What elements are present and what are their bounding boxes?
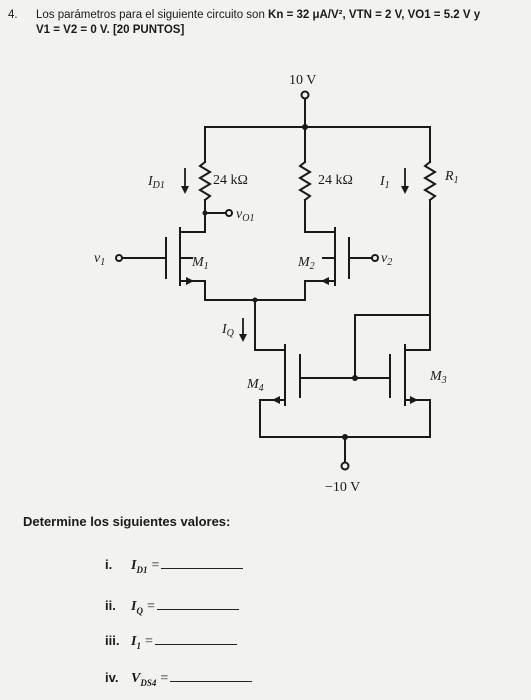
junction-vdd — [302, 124, 308, 130]
junction-gate — [352, 375, 358, 381]
i1-arrow — [401, 186, 409, 194]
resistor-r1 — [423, 160, 437, 202]
problem-number: 4. — [8, 9, 18, 21]
problem-text-prefix: Los parámetros para el siguiente circuit… — [36, 9, 269, 21]
id1-label: ID1 — [147, 174, 165, 191]
answer-blank[interactable] — [156, 597, 239, 610]
vss-terminal — [340, 461, 350, 471]
circuit-diagram: 10 V −10 V ID1 24 kΩ vO1 24 kΩ I1 R1 v1 … — [94, 73, 459, 495]
m1-label: M1 — [191, 255, 209, 272]
v1-label: v1 — [94, 251, 105, 268]
question-variable: VDS4 — [131, 671, 157, 688]
m4-label: M4 — [246, 377, 264, 394]
m3-label: M3 — [429, 369, 447, 386]
v1-terminal — [115, 254, 123, 262]
problem-parameters: Kn = 32 μA/V², VTN = 2 V, VO1 = 5.2 V y — [268, 9, 481, 21]
equals-sign: = — [144, 634, 153, 649]
problem-line-1: 4. Los parámetros para el siguiente circu… — [6, 8, 524, 23]
vdd-terminal — [300, 90, 310, 100]
id1-arrow — [181, 186, 189, 194]
junction-vo1 — [202, 210, 208, 216]
junction-vss — [342, 434, 348, 440]
v2-terminal — [371, 254, 379, 262]
answer-blank[interactable] — [170, 669, 253, 682]
question-ii: ii. IQ = — [105, 597, 239, 616]
resistor-rd2 — [298, 160, 312, 202]
equals-sign: = — [151, 558, 160, 573]
question-variable: ID1 — [131, 558, 148, 575]
answer-blank[interactable] — [161, 556, 244, 569]
rr1-label: R1 — [444, 169, 459, 186]
m2-arrow — [321, 277, 329, 285]
question-iii: iii. I1 = — [105, 632, 237, 651]
answer-blank[interactable] — [154, 632, 237, 645]
section-title: Determine los siguientes valores: — [23, 514, 231, 529]
m1-arrow — [186, 277, 194, 285]
question-numeral: iv. — [105, 670, 119, 685]
question-numeral: ii. — [105, 598, 116, 613]
i1-label: I1 — [379, 174, 390, 191]
v2-label: v2 — [381, 251, 392, 268]
iq-arrow — [239, 334, 247, 342]
vdd-label: 10 V — [289, 73, 316, 88]
m3-arrow — [410, 396, 418, 404]
r1-resistor-label: 24 kΩ — [213, 173, 248, 188]
vss-label: −10 V — [325, 480, 360, 495]
m4-arrow — [272, 396, 280, 404]
question-numeral: iii. — [105, 633, 120, 648]
question-variable: IQ — [131, 599, 143, 616]
problem-line-2: V1 = V2 = 0 V. [20 PUNTOS] — [36, 24, 185, 36]
vo1-label: vO1 — [236, 207, 254, 224]
vo1-terminal — [225, 209, 233, 217]
iq-label: IQ — [221, 322, 235, 339]
question-iv: iv. VDS4 = — [105, 669, 253, 688]
junction-source — [252, 297, 258, 303]
r2-resistor-label: 24 kΩ — [318, 173, 353, 188]
question-numeral: i. — [105, 557, 113, 572]
question-i: i. ID1 = — [105, 556, 244, 575]
equals-sign: = — [146, 599, 155, 614]
question-variable: I1 — [131, 634, 141, 651]
problem-statement: 4. Los parámetros para el siguiente circu… — [6, 8, 524, 38]
resistor-rd1 — [198, 160, 212, 202]
m2-label: M2 — [297, 255, 315, 272]
equals-sign: = — [160, 671, 169, 686]
